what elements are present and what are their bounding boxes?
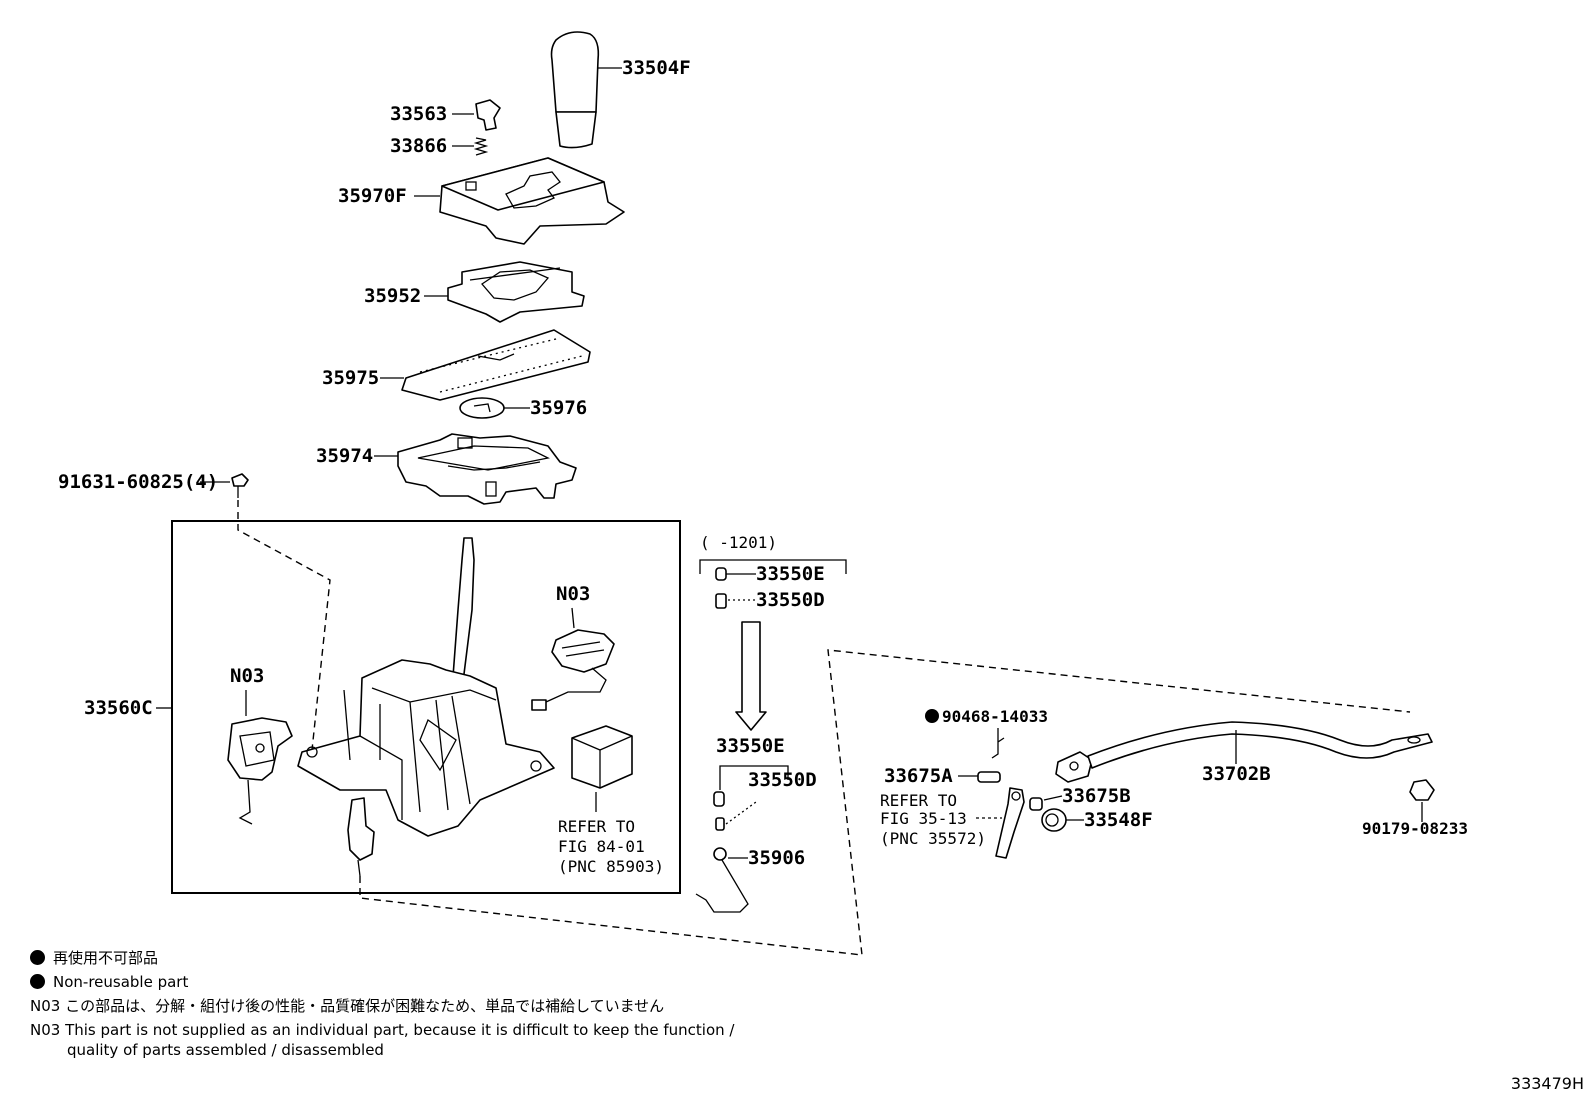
- figure-number: 333479H: [1510, 1074, 1584, 1093]
- label-33550E-top: 33550E: [756, 563, 825, 585]
- assembly-box: [171, 520, 681, 894]
- note-jp-n03: N03 この部品は、分解・組付け後の性能・品質確保が困難なため、単品では補給して…: [30, 997, 665, 1015]
- label-33866: 33866: [390, 135, 447, 157]
- label-35952: 35952: [364, 285, 421, 307]
- label-33675B: 33675B: [1062, 785, 1131, 807]
- spring-part: [452, 137, 489, 156]
- label-n03-left: N03: [230, 665, 264, 687]
- bushing-f-part: [1041, 808, 1084, 832]
- label-35906: 35906: [748, 847, 805, 869]
- note-jp-nonreusable: 再使用不可部品: [30, 946, 734, 970]
- legend-notes: 再使用不可部品 Non-reusable part N03 この部品は、分解・組…: [30, 946, 734, 1062]
- lever-arm-part: [995, 787, 1025, 859]
- screw-part: [200, 473, 331, 751]
- refer-35-line1: REFER TO: [880, 791, 957, 810]
- ecu-part: [571, 725, 633, 812]
- label-35970F: 35970F: [338, 185, 407, 207]
- pin-d-top: [715, 593, 756, 609]
- label-33550D-top: 33550D: [756, 589, 825, 611]
- cover-part: [380, 329, 591, 401]
- bullet-dot-icon: [30, 950, 45, 965]
- note-en-n03-line2: quality of parts assembled / disassemble…: [67, 1041, 384, 1059]
- label-33702B: 33702B: [1202, 763, 1271, 785]
- label-35975: 35975: [322, 367, 379, 389]
- small-cover-part: [459, 397, 530, 419]
- refer-84-line2: FIG 84-01: [558, 837, 645, 856]
- label-35974: 35974: [316, 445, 373, 467]
- refer-35-line2: FIG 35-13: [880, 809, 967, 828]
- label-range: ( -1201): [700, 533, 777, 552]
- refer-84-line1: REFER TO: [558, 817, 635, 836]
- pin-d: [715, 801, 757, 831]
- label-90179-08233: 90179-08233: [1362, 819, 1468, 838]
- position-switch-part: [531, 629, 615, 711]
- label-33504F: 33504F: [622, 57, 691, 79]
- label-91631-60825: 91631-60825(4): [58, 471, 218, 493]
- pin-e: [713, 791, 725, 807]
- label-33560C: 33560C: [84, 697, 153, 719]
- pin-e-top: [715, 567, 756, 581]
- refer-84-line3: (PNC 85903): [558, 857, 664, 876]
- bushing-b-part: [1029, 795, 1063, 811]
- note-en-nonreusable: Non-reusable part: [30, 970, 734, 994]
- label-33550E: 33550E: [716, 735, 785, 757]
- plate-part: [424, 261, 585, 323]
- transmission-cable-part: [1055, 721, 1433, 783]
- bullet-dot-icon: [30, 974, 45, 989]
- label-35976: 35976: [530, 397, 587, 419]
- bezel-part: [414, 157, 625, 245]
- label-90468-14033: 90468-14033: [942, 707, 1048, 726]
- shift-knob-part: [550, 31, 622, 149]
- down-arrow: [735, 621, 767, 731]
- shift-lever-assembly: [297, 537, 1411, 956]
- note-en-n03-line1: N03 This part is not supplied as an indi…: [30, 1021, 735, 1039]
- label-33550D: 33550D: [748, 769, 817, 791]
- nut-part: [1409, 779, 1435, 822]
- label-33548F: 33548F: [1084, 809, 1153, 831]
- housing-part: [374, 433, 577, 505]
- cotter-pin-part: [991, 728, 1005, 759]
- bolt-part: [958, 771, 1001, 783]
- solenoid-part: [227, 717, 293, 825]
- label-33563: 33563: [390, 103, 447, 125]
- label-33675A: 33675A: [884, 765, 953, 787]
- shift-lock-cable-part: [695, 847, 749, 913]
- refer-35-line3: (PNC 35572): [880, 829, 986, 848]
- clip-part: [452, 99, 501, 131]
- nonreusable-dot-icon: [925, 709, 939, 723]
- label-n03-right: N03: [556, 583, 590, 605]
